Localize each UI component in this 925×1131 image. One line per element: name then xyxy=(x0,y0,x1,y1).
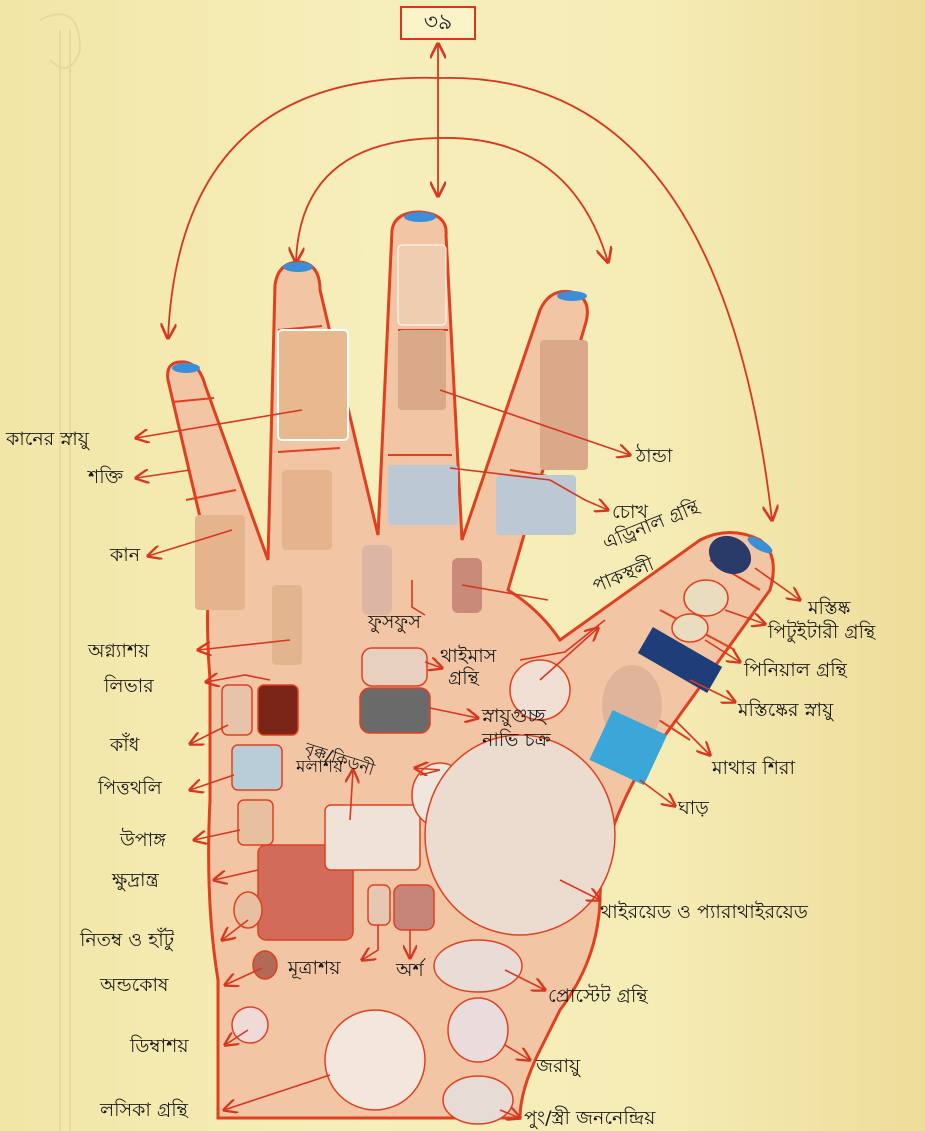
label-cold: ঠান্ডা xyxy=(636,446,672,467)
label-bladder: মূত্রাশয় xyxy=(288,958,340,979)
label-gallbladder: পিত্তথলি xyxy=(98,778,162,799)
label-head-vein: মাথার শিরা xyxy=(712,758,795,779)
label-liver: লিভার xyxy=(104,676,154,697)
label-pineal-gland: পিনিয়াল গ্রন্থি xyxy=(744,660,847,681)
label-neck: ঘাড় xyxy=(678,798,709,819)
label-thymus-1: থাইমাস xyxy=(440,646,496,667)
label-testicle: অন্ডকোষ xyxy=(100,975,169,996)
label-prostate-gland: প্রোস্টেট গ্রন্থি xyxy=(548,986,648,1007)
label-hip-knee: নিতম্ব ও হাঁটু xyxy=(80,930,174,951)
label-ear: কান xyxy=(110,545,140,566)
left-ornament xyxy=(40,14,80,1131)
label-colon: মলাশয় xyxy=(296,758,343,777)
label-solar-plexus-1: স্নায়ুগুচ্ছ xyxy=(482,706,546,727)
label-lymph-gland: লসিকা গ্রন্থি xyxy=(100,1100,188,1121)
label-appendix: উপাঙ্গ xyxy=(120,830,166,851)
label-thyroid: থাইরয়েড ও প্যারাথাইরয়েড xyxy=(600,902,808,923)
label-lungs: ফুসফুস xyxy=(368,612,421,633)
label-strength: শক্তি xyxy=(88,467,123,488)
label-pancreas: অগ্ন্যাশয় xyxy=(88,641,149,662)
label-ovary: ডিম্বাশয় xyxy=(130,1036,189,1057)
label-brain: মস্তিষ্ক xyxy=(808,598,850,619)
arrow-arcs xyxy=(168,44,772,520)
label-solar-plexus-2: নাভি চক্র xyxy=(482,730,551,751)
label-small-intestine: ক্ষুদ্রান্ত্র xyxy=(112,870,159,891)
label-uterus: জরায়ু xyxy=(536,1056,580,1077)
label-genitals: পুং/স্ত্রী জননেন্দ্রিয় xyxy=(524,1108,655,1129)
label-thymus-2: গ্রন্থি xyxy=(448,668,479,689)
label-shoulder: কাঁধ xyxy=(110,735,139,756)
label-brain-nerve: মস্তিষ্কের স্নায়ু xyxy=(738,700,833,721)
label-pituitary-gland: পিটুইটারী গ্রন্থি xyxy=(768,622,875,643)
label-piles: অর্শ xyxy=(396,960,424,981)
label-ear-nerve: কানের স্নায়ু xyxy=(6,429,89,450)
